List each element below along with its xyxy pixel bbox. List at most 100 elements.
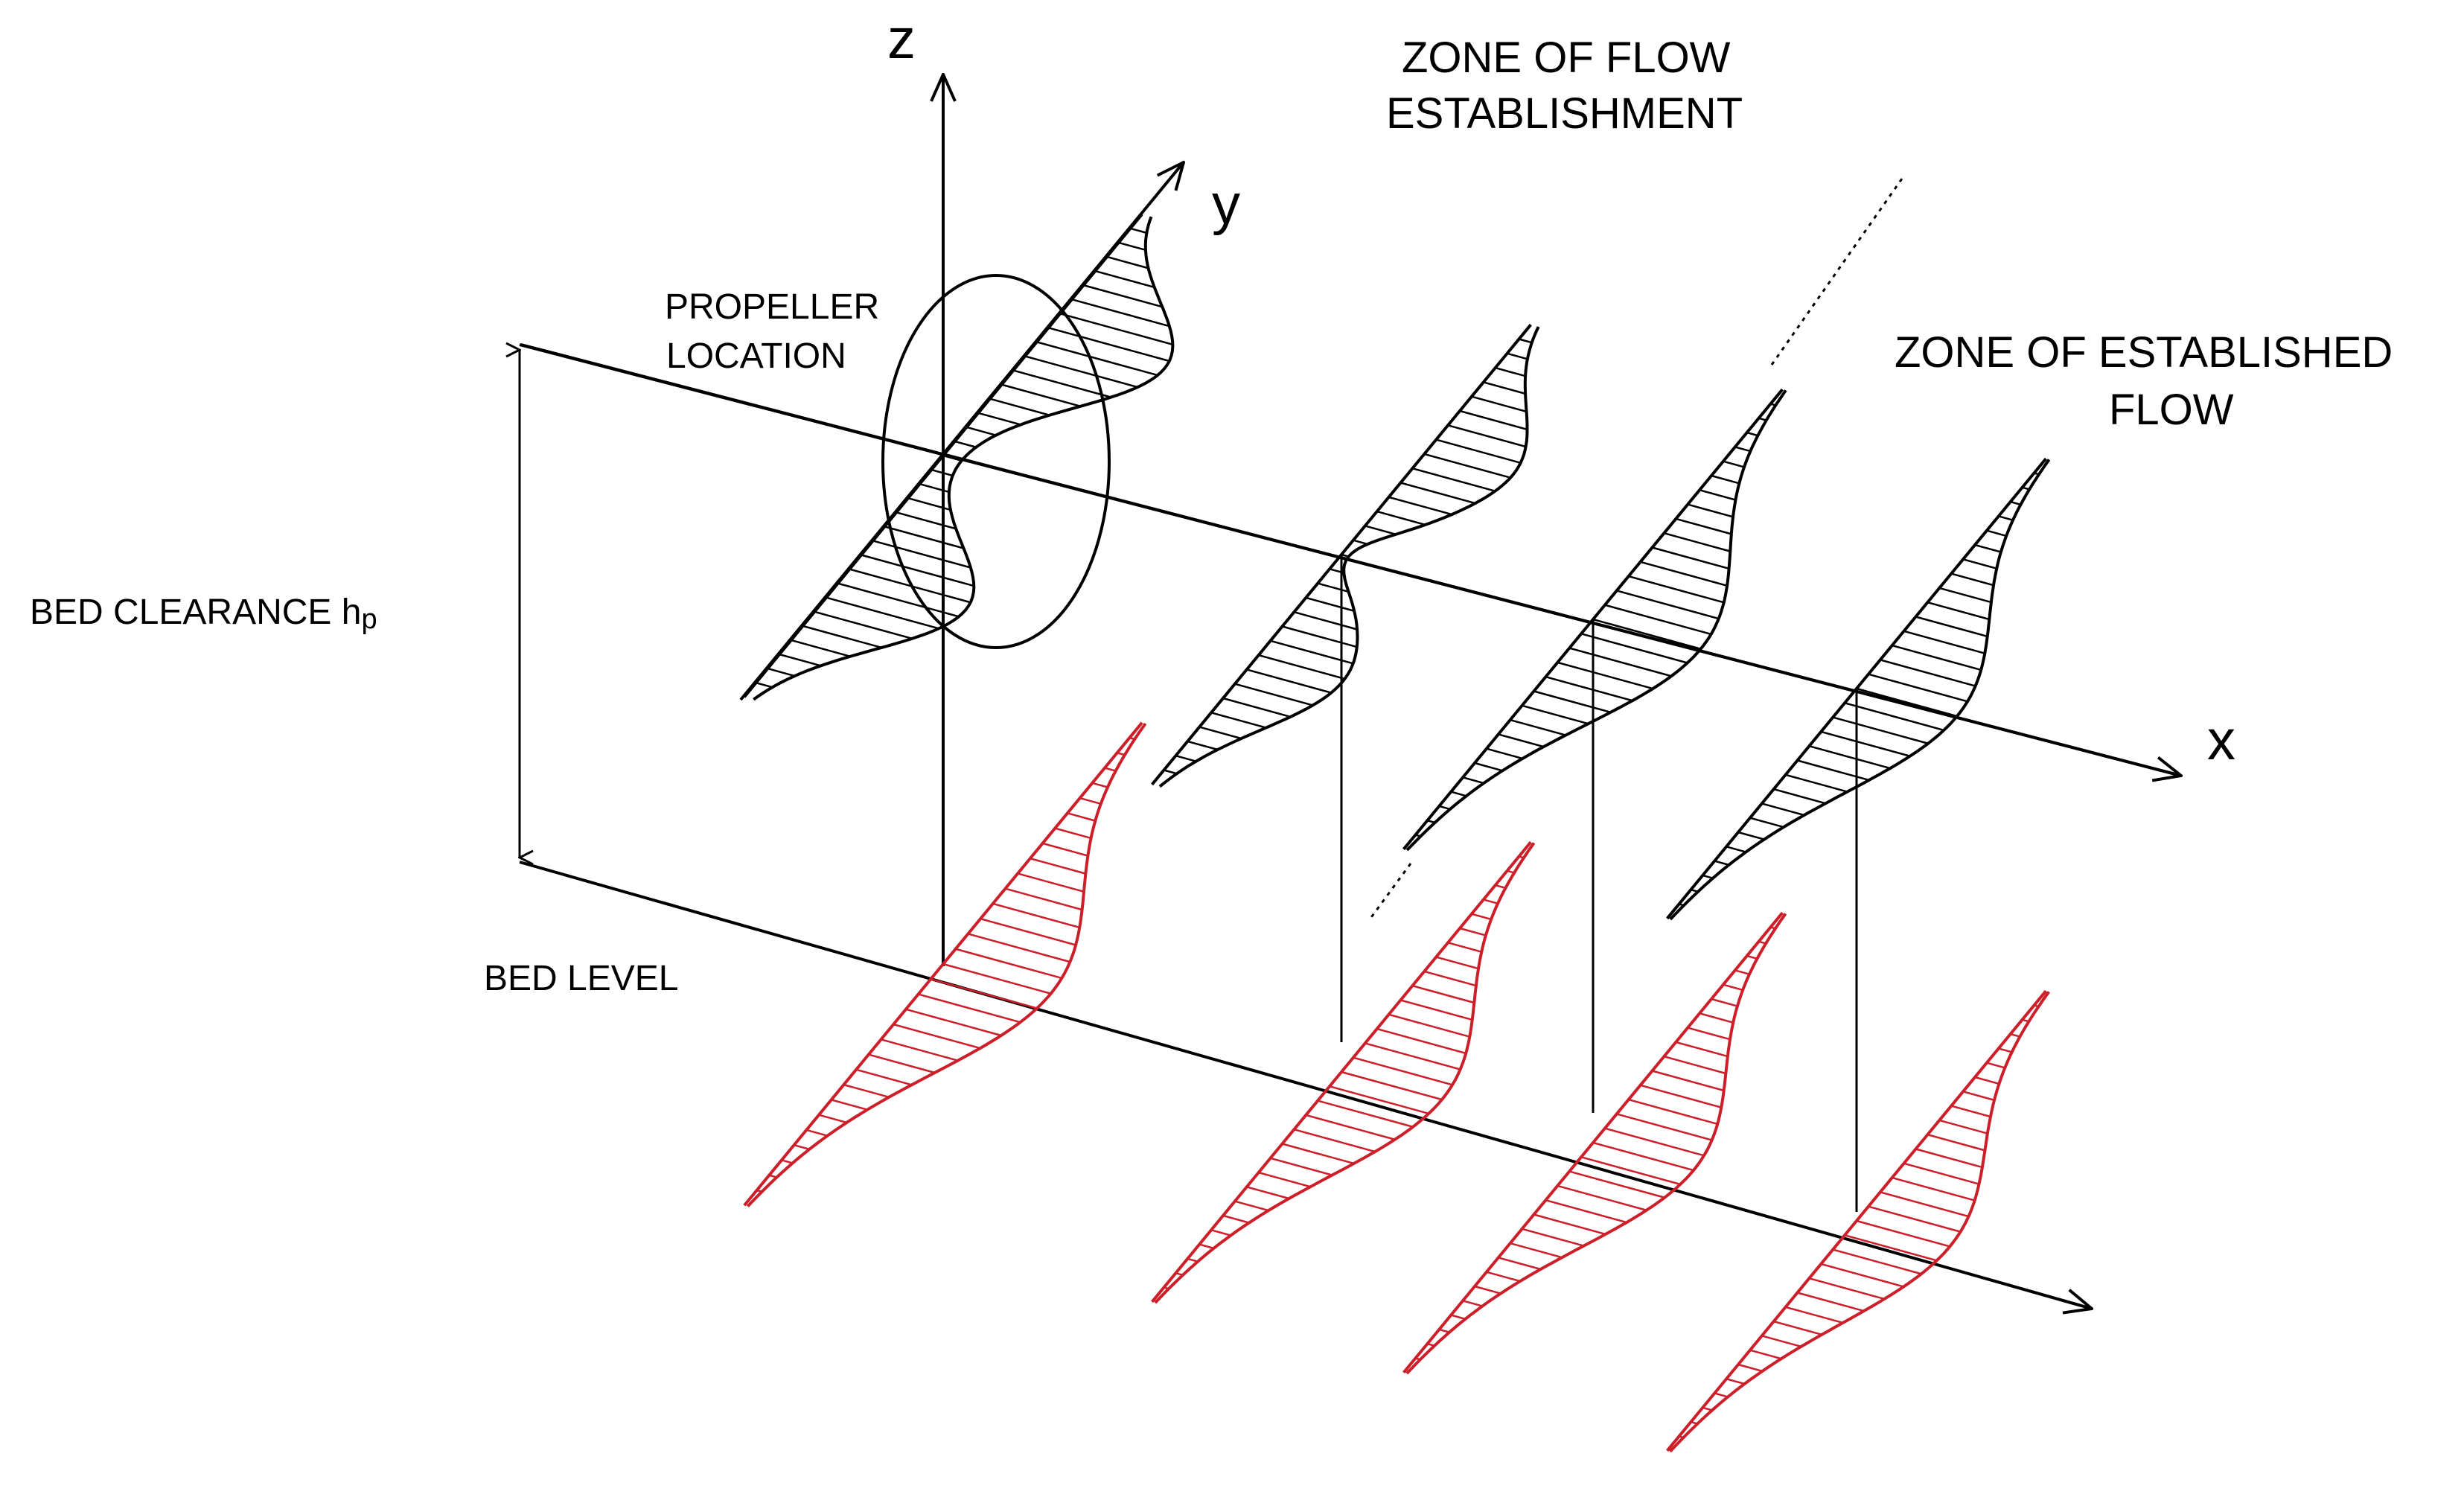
plane-top-edge xyxy=(519,343,2182,777)
jet-profile-4-hatch xyxy=(1892,644,1982,671)
bed-profile-3-hatch xyxy=(1711,998,1738,1007)
bed-profile-1-hatch xyxy=(781,1159,794,1164)
bed-profile-1-curve xyxy=(746,722,1147,1207)
jet-profile-4-hatch xyxy=(1714,860,1729,867)
bed-profile-3-hatch xyxy=(1746,954,1758,960)
bed-profile-4-hatch xyxy=(1785,1306,1843,1324)
bed-profile-3-hatch xyxy=(1580,1156,1681,1186)
bed-profile-1-hatch xyxy=(794,1143,810,1151)
bed-profile-2-hatch xyxy=(1187,1257,1199,1263)
bed-profile-1-hatch xyxy=(881,1038,958,1062)
zone-established-flow-label-2: FLOW xyxy=(2109,386,2234,434)
jet-profile-1-hatch xyxy=(989,398,1050,416)
jet-profile-4-hatch xyxy=(1998,515,2014,521)
bed-profile-4-hatch xyxy=(1702,1406,1713,1411)
jet-profile-1-hatch xyxy=(826,596,939,630)
jet-profile-1-hatch xyxy=(919,482,950,494)
bed-profile-4-hatch xyxy=(1868,1205,1961,1233)
jet-profile-1-hatch xyxy=(802,625,882,649)
bed-profile-2-hatch xyxy=(1495,884,1506,890)
bed-profile-3-hatch xyxy=(1545,1199,1627,1224)
jet-profile-4-hatch xyxy=(1903,630,1985,654)
jet-profile-1-hatch xyxy=(779,653,821,667)
jet-profile-3-hatch xyxy=(1664,532,1731,552)
jet-profile-3-hatch xyxy=(1770,403,1776,406)
jet-profile-2-hatch xyxy=(1305,596,1355,612)
jet-profile-3-hatch xyxy=(1699,489,1736,501)
bed-profile-4-hatch xyxy=(1880,1191,1969,1218)
jet-profile-1-hatch xyxy=(872,540,971,569)
zone-flow-establishment-label: ZONE OF FLOW xyxy=(1402,33,1731,82)
bed-profile-3-hatch xyxy=(1664,1055,1726,1075)
bed-profile-3-hatch xyxy=(1486,1271,1521,1283)
jet-profile-3-hatch xyxy=(1545,675,1633,702)
bed-profile-4-hatch xyxy=(1950,1105,1991,1118)
bed-profile-1-hatch xyxy=(918,993,1021,1024)
jet-profile-4-hatch xyxy=(1938,587,1992,604)
bed-profile-2-hatch xyxy=(1305,1114,1396,1140)
jet-profile-2-hatch xyxy=(1317,582,1349,593)
velocity-profiles xyxy=(743,213,2051,1453)
bed-profile-4-hatch xyxy=(2010,1033,2020,1038)
jet-profile-2-hatch xyxy=(1199,726,1242,740)
jet-profile-1-hatch xyxy=(849,568,971,604)
jet-profile-4-hatch xyxy=(1749,817,1784,829)
bed-profile-1-hatch xyxy=(955,948,1062,980)
jet-profile-4-hatch xyxy=(1761,802,1804,817)
jet-profile-1-hatch xyxy=(1001,383,1081,407)
jet-profile-1-hatch xyxy=(1036,341,1158,377)
jet-profile-3-hatch xyxy=(1604,604,1711,636)
bed-profile-3-hatch xyxy=(1675,1041,1729,1058)
jet-profile-2-hatch xyxy=(1376,510,1426,526)
jet-profile-2-hatch xyxy=(1483,381,1526,395)
bed-profile-4-hatch xyxy=(1737,1363,1763,1373)
bed-profile-4-hatch xyxy=(1797,1292,1865,1312)
jet-profile-2-hatch xyxy=(1258,654,1345,680)
bed-profile-2-hatch xyxy=(1400,999,1473,1021)
jet-profile-2-hatch xyxy=(1246,668,1332,694)
jet-profile-1-hatch xyxy=(942,454,963,462)
bed-profile-1-hatch xyxy=(818,1114,847,1124)
bed-profile-2-hatch xyxy=(1341,1070,1443,1101)
bed-profile-4-hatch xyxy=(1749,1349,1782,1360)
jet-profile-3-hatch xyxy=(1427,819,1435,824)
jet-profile-4-hatch xyxy=(1844,702,1944,732)
jet-profile-4-hatch xyxy=(1809,744,1891,770)
jet-profile-1-hatch xyxy=(907,497,951,511)
jet-profile-4-hatch xyxy=(1856,687,1958,718)
bed-profile-2-hatch xyxy=(1317,1100,1414,1128)
bed-profile-2-hatch xyxy=(1388,1013,1470,1038)
bed-profile-4-hatch xyxy=(2022,1018,2029,1023)
bed-profile-1-hatch xyxy=(831,1099,868,1111)
jet-profile-2-hatch xyxy=(1282,625,1358,648)
bed-profile-4-hatch xyxy=(1714,1392,1729,1398)
bed-clearance-subscript: p xyxy=(361,604,377,635)
jet-profile-2-hatch xyxy=(1519,338,1533,344)
bed-profile-2-hatch xyxy=(1447,942,1482,953)
jet-profile-4-hatch xyxy=(1691,888,1699,893)
bed-profile-3-hatch xyxy=(1758,940,1766,945)
propeller-location-label-2: LOCATION xyxy=(666,336,846,376)
jet-profile-3-hatch xyxy=(1758,417,1767,421)
jet-profile-1-hatch xyxy=(1071,298,1170,328)
jet-profile-4-hatch xyxy=(1820,730,1911,757)
bed-profile-1-hatch xyxy=(942,963,1051,995)
jet-profile-4-curve xyxy=(1669,459,2051,921)
bed-profile-1-hatch xyxy=(1079,797,1102,805)
bed-profile-2-hatch xyxy=(1175,1271,1184,1277)
jet-profile-2-hatch xyxy=(1222,697,1291,718)
jet-profile-1-hatch xyxy=(1059,313,1173,346)
jet-profile-2-hatch xyxy=(1423,453,1511,479)
bed-profile-1-hatch xyxy=(1117,752,1126,756)
jet-profile-3-hatch xyxy=(1628,575,1725,604)
jet-profile-2-hatch xyxy=(1507,352,1528,360)
jet-profile-4-hatch xyxy=(2034,472,2040,476)
jet-profile-2-hatch xyxy=(1365,525,1397,535)
bed-profile-1-hatch xyxy=(806,1129,828,1137)
bed-profile-1-hatch xyxy=(868,1053,936,1074)
jet-profile-1-hatch xyxy=(861,554,974,587)
jet-profile-4-hatch xyxy=(1832,716,1929,744)
jet-profile-4-hatch xyxy=(1702,874,1714,879)
bed-profile-2-hatch xyxy=(1210,1229,1231,1236)
